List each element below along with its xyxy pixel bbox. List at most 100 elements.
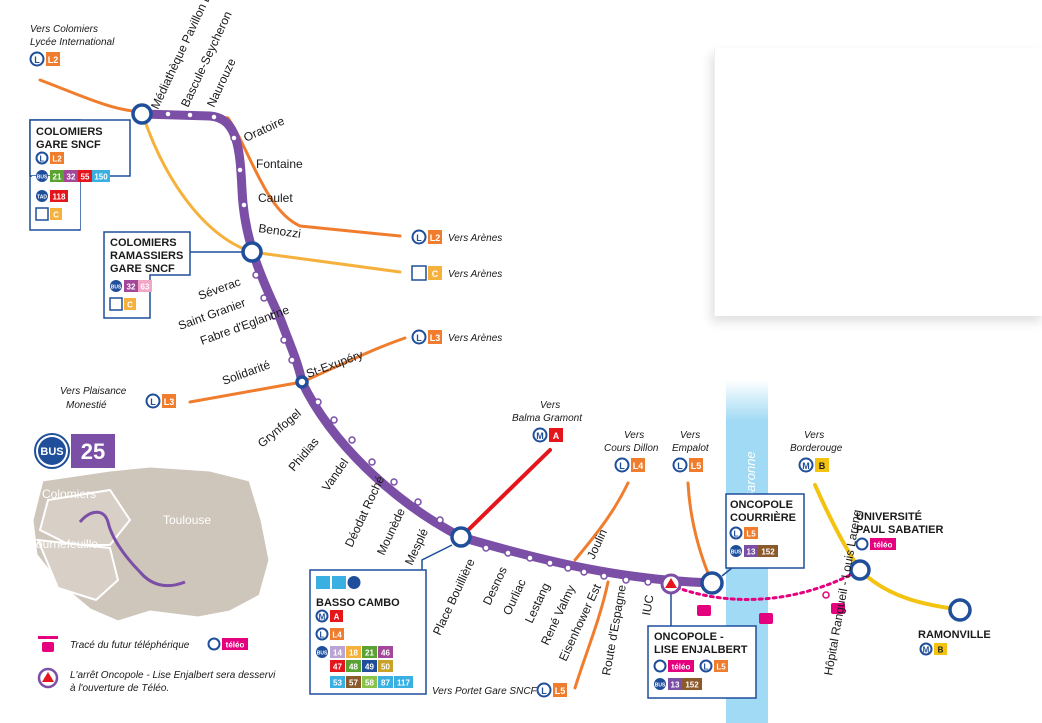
svg-text:Vers Arènes: Vers Arènes <box>448 333 502 344</box>
svg-text:Vers: Vers <box>680 430 700 441</box>
svg-text:63: 63 <box>141 283 150 292</box>
svg-text:L5: L5 <box>691 461 702 471</box>
svg-text:L: L <box>734 530 739 539</box>
stop-label: Vandel <box>319 456 351 494</box>
metro-a <box>459 448 552 539</box>
svg-text:Tournefeuille: Tournefeuille <box>30 537 98 551</box>
svg-text:L3: L3 <box>164 397 175 407</box>
stop-label: Grynfogel <box>255 406 304 450</box>
svg-text:48: 48 <box>349 663 358 672</box>
svg-text:Vers Colomiers: Vers Colomiers <box>30 24 98 35</box>
svg-text:COLOMIERS: COLOMIERS <box>36 126 103 138</box>
svg-text:L5: L5 <box>716 663 726 672</box>
stop-label: Mounède <box>374 506 408 558</box>
svg-text:Vers: Vers <box>624 430 644 441</box>
svg-text:Vers Portet Gare SNCF: Vers Portet Gare SNCF <box>432 686 538 697</box>
svg-text:PAUL SABATIER: PAUL SABATIER <box>856 524 943 536</box>
svg-text:Empalot: Empalot <box>672 443 710 454</box>
svg-text:M: M <box>923 646 930 655</box>
svg-text:M: M <box>536 431 544 441</box>
blank-panel <box>714 48 1042 316</box>
stop-label: Benozzi <box>258 221 302 241</box>
stop-label: Phidias <box>286 435 322 474</box>
svg-text:118: 118 <box>53 193 66 202</box>
svg-text:C: C <box>127 301 133 310</box>
station-ramonville <box>948 598 972 622</box>
route-title: BUS 25 <box>34 433 115 469</box>
svg-text:150: 150 <box>94 173 108 182</box>
stop-dots <box>164 110 830 599</box>
svg-text:Lycée International: Lycée International <box>30 37 115 48</box>
line-l3-arenes <box>300 336 407 384</box>
svg-text:46: 46 <box>381 649 390 658</box>
svg-text:53: 53 <box>333 679 342 688</box>
svg-text:B: B <box>819 461 826 471</box>
line-l3-plaisance <box>188 380 304 404</box>
svg-text:Toulouse: Toulouse <box>163 513 211 527</box>
svg-text:Vers Plaisance: Vers Plaisance <box>60 386 127 397</box>
svg-text:COURRIÈRE: COURRIÈRE <box>730 511 796 524</box>
svg-text:Vers Arènes: Vers Arènes <box>448 233 502 244</box>
svg-text:18: 18 <box>349 649 358 658</box>
station-colomiers <box>131 103 153 125</box>
svg-text:RAMASSIERS: RAMASSIERS <box>110 250 183 262</box>
svg-text:L: L <box>416 233 422 243</box>
svg-text:téléo: téléo <box>672 663 691 672</box>
line-l4 <box>573 481 630 562</box>
svg-text:L4: L4 <box>633 461 644 471</box>
svg-text:COLOMIERS: COLOMIERS <box>110 237 177 249</box>
svg-text:TAD: TAD <box>37 195 47 201</box>
svg-text:BASSO CAMBO: BASSO CAMBO <box>316 597 400 609</box>
svg-text:C: C <box>53 211 59 220</box>
station-basso-cambo <box>450 526 472 548</box>
svg-text:117: 117 <box>397 679 410 688</box>
svg-text:C: C <box>432 269 439 279</box>
svg-text:A: A <box>553 431 560 441</box>
svg-text:Vers: Vers <box>540 400 560 411</box>
svg-text:L: L <box>416 333 422 343</box>
svg-text:L2: L2 <box>52 155 62 164</box>
svg-text:58: 58 <box>365 679 374 688</box>
svg-text:13: 13 <box>747 548 756 557</box>
svg-text:32: 32 <box>127 283 136 292</box>
svg-text:Balma Gramont: Balma Gramont <box>512 413 583 424</box>
svg-text:GARE SNCF: GARE SNCF <box>110 263 175 275</box>
svg-text:Vers: Vers <box>804 430 824 441</box>
svg-text:L4: L4 <box>332 631 342 640</box>
svg-text:49: 49 <box>365 663 374 672</box>
svg-text:M: M <box>319 613 326 622</box>
svg-text:UNIVERSITÉ: UNIVERSITÉ <box>856 510 922 523</box>
svg-text:Cours Dillon: Cours Dillon <box>604 443 659 454</box>
svg-text:L3: L3 <box>430 333 441 343</box>
svg-text:21: 21 <box>365 649 374 658</box>
svg-text:L2: L2 <box>430 233 441 243</box>
svg-text:A: A <box>334 613 340 622</box>
svg-text:GARE SNCF: GARE SNCF <box>36 139 101 151</box>
svg-text:L: L <box>40 155 45 164</box>
svg-text:152: 152 <box>761 548 775 557</box>
inset-map: Colomiers Tournefeuille Toulouse <box>30 464 272 624</box>
teleo-cable <box>668 568 862 601</box>
stop-label: Fontaine <box>256 157 303 171</box>
svg-text:32: 32 <box>67 173 76 182</box>
svg-text:L: L <box>704 663 709 672</box>
stop-label: Place Bouillière <box>430 556 478 637</box>
svg-text:47: 47 <box>333 663 342 672</box>
box-colomiers-ramassiers: COLOMIERS RAMASSIERS GARE SNCF BUS 32 63… <box>103 231 242 319</box>
svg-text:21: 21 <box>53 173 62 182</box>
stop-label: Ourliac <box>500 577 529 617</box>
svg-text:BUS: BUS <box>317 651 328 657</box>
svg-text:L: L <box>34 55 40 65</box>
svg-text:50: 50 <box>381 663 390 672</box>
stop-label: St-Exupéry <box>304 347 365 380</box>
line-l5-empalot <box>686 481 714 585</box>
svg-text:L: L <box>677 461 683 471</box>
svg-text:L5: L5 <box>555 686 566 696</box>
svg-text:RAMONVILLE: RAMONVILLE <box>918 629 991 641</box>
cable-car-icons <box>697 603 845 624</box>
